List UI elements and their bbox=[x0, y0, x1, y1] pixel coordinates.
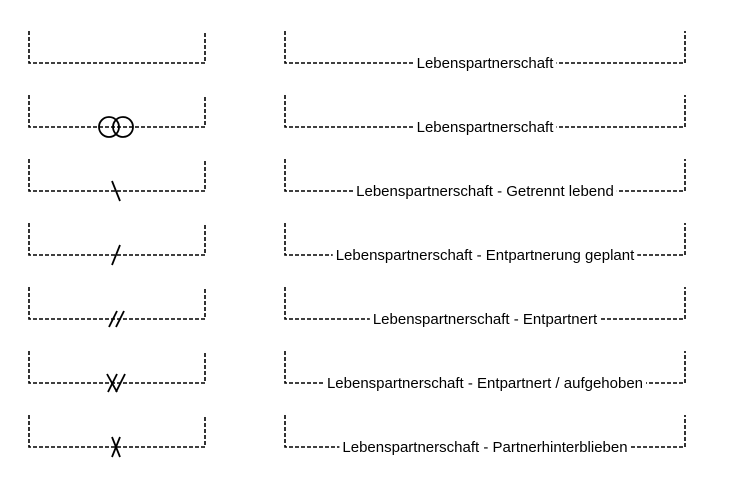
symbol-bracket bbox=[28, 159, 206, 202]
symbol-bracket bbox=[28, 415, 206, 458]
relationship-label: Lebenspartnerschaft bbox=[417, 119, 555, 136]
symbol-bracket bbox=[28, 223, 206, 266]
relationship-label: Lebenspartnerschaft - Entpartnert / aufg… bbox=[327, 375, 643, 392]
dashed-bracket bbox=[28, 31, 206, 64]
label-bracket: Lebenspartnerschaft - Partnerhinterblieb… bbox=[284, 415, 686, 456]
symbol-bracket bbox=[28, 287, 206, 328]
dashed-bracket bbox=[28, 223, 206, 256]
symbol-bracket bbox=[28, 351, 206, 393]
label-background bbox=[413, 118, 557, 136]
slash-mark-icon bbox=[115, 310, 125, 328]
relationship-label: Lebenspartnerschaft - Getrennt lebend bbox=[356, 183, 614, 200]
label-background bbox=[353, 182, 617, 200]
slash-mark-icon bbox=[115, 373, 126, 393]
dashed-bracket bbox=[28, 351, 206, 384]
symbol-bracket bbox=[28, 95, 206, 138]
label-bracket: Lebenspartnerschaft bbox=[284, 31, 686, 72]
legend-row: Lebenspartnerschaft - Entpartnert / aufg… bbox=[28, 351, 686, 393]
label-background bbox=[413, 54, 557, 72]
dashed-bracket bbox=[28, 287, 206, 320]
slash-mark-icon bbox=[111, 436, 121, 458]
ring-right-icon bbox=[112, 116, 134, 138]
label-bracket: Lebenspartnerschaft - Entpartnerung gepl… bbox=[284, 223, 686, 264]
legend-row: Lebenspartnerschaft - Partnerhinterblieb… bbox=[28, 415, 686, 458]
label-bracket: Lebenspartnerschaft bbox=[284, 95, 686, 136]
legend-row: Lebenspartnerschaft - Entpartnert bbox=[28, 287, 686, 328]
relationship-label: Lebenspartnerschaft bbox=[417, 55, 555, 72]
label-bracket: Lebenspartnerschaft - Getrennt lebend bbox=[284, 159, 686, 200]
dashed-bracket bbox=[28, 95, 206, 128]
label-background bbox=[369, 310, 601, 328]
legend-row: Lebenspartnerschaft bbox=[28, 31, 686, 72]
label-bracket: Lebenspartnerschaft - Entpartnert bbox=[284, 287, 686, 328]
relationship-label: Lebenspartnerschaft - Partnerhinterblieb… bbox=[342, 439, 627, 456]
label-background bbox=[332, 246, 638, 264]
backslash-mark-icon bbox=[111, 180, 121, 202]
label-background bbox=[323, 374, 647, 392]
dashed-bracket bbox=[28, 415, 206, 448]
slash-mark-icon bbox=[111, 244, 121, 266]
symbol-bracket bbox=[28, 31, 206, 64]
label-bracket: Lebenspartnerschaft - Entpartnert / aufg… bbox=[284, 351, 686, 392]
legend-row: Lebenspartnerschaft - Getrennt lebend bbox=[28, 159, 686, 202]
slash-mark-icon bbox=[108, 310, 118, 328]
dashed-bracket bbox=[28, 159, 206, 192]
legend-row: Lebenspartnerschaft - Entpartnerung gepl… bbox=[28, 223, 686, 266]
relationship-label: Lebenspartnerschaft - Entpartnert bbox=[373, 311, 598, 328]
ring-left-icon bbox=[98, 116, 120, 138]
legend-row: Lebenspartnerschaft bbox=[28, 95, 686, 138]
label-background bbox=[339, 438, 631, 456]
relationship-label: Lebenspartnerschaft - Entpartnerung gepl… bbox=[336, 247, 635, 264]
backslash-mark-icon bbox=[106, 373, 118, 393]
